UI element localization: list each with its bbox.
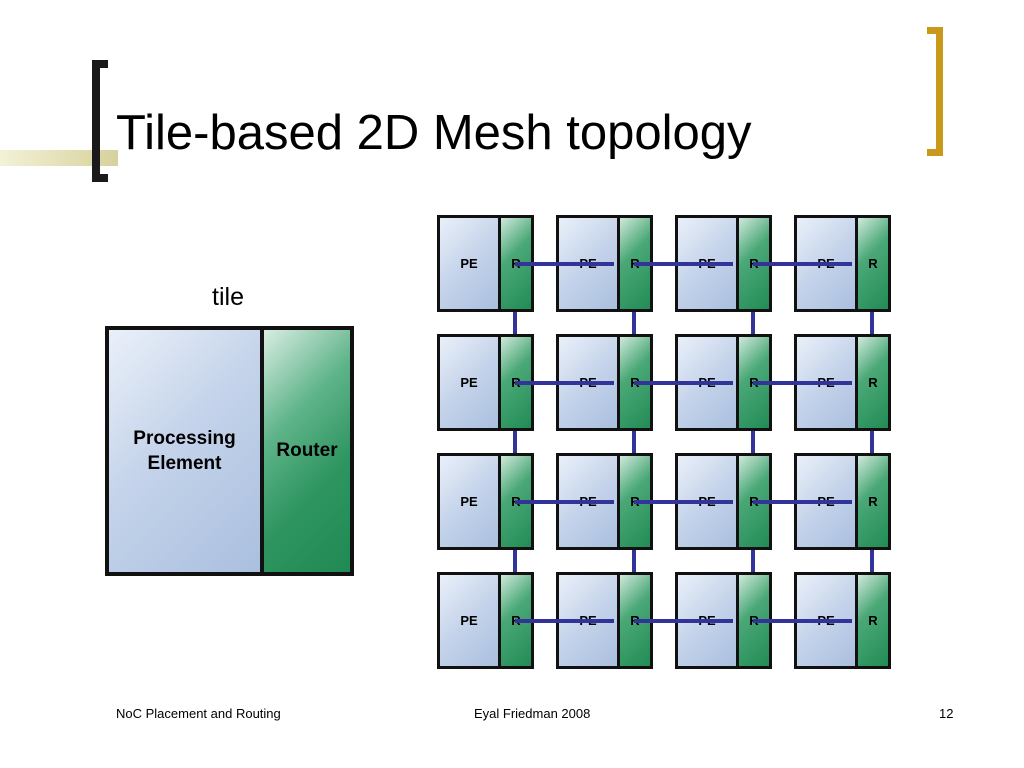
mesh-pe: PE (440, 575, 501, 666)
mesh-pe: PE (440, 456, 501, 547)
mesh-link-horizontal (514, 261, 614, 266)
mesh-link-vertical (631, 308, 636, 338)
mesh-router: R (858, 218, 888, 309)
mesh-router: R (858, 575, 888, 666)
footer-author: Eyal Friedman 2008 (474, 706, 591, 721)
tile-label: tile (212, 283, 244, 311)
mesh-link-vertical (512, 308, 517, 338)
mesh-link-horizontal (752, 618, 852, 623)
mesh-link-vertical (750, 308, 755, 338)
mesh-tile: PER (437, 215, 534, 312)
mesh-link-horizontal (514, 499, 614, 504)
slide-title: Tile-based 2D Mesh topology (116, 106, 752, 160)
mesh-link-horizontal (633, 380, 733, 385)
mesh-link-vertical (631, 427, 636, 457)
mesh-link-horizontal (752, 380, 852, 385)
mesh-link-vertical (750, 546, 755, 576)
router-block: Router (264, 330, 350, 572)
mesh-link-vertical (512, 427, 517, 457)
mesh-link-vertical (869, 427, 874, 457)
mesh-link-horizontal (752, 261, 852, 266)
mesh-link-horizontal (752, 499, 852, 504)
mesh-link-horizontal (633, 261, 733, 266)
mesh-link-vertical (869, 308, 874, 338)
left-bracket (92, 60, 108, 182)
mesh-pe: PE (440, 218, 501, 309)
mesh-link-horizontal (633, 618, 733, 623)
mesh-link-vertical (512, 546, 517, 576)
mesh-link-vertical (869, 546, 874, 576)
mesh-router: R (858, 456, 888, 547)
mesh-router: R (858, 337, 888, 428)
mesh-link-horizontal (633, 499, 733, 504)
mesh-link-vertical (750, 427, 755, 457)
processing-element-block: Processing Element (109, 330, 264, 572)
mesh-link-horizontal (514, 618, 614, 623)
right-bracket (927, 27, 943, 156)
mesh-pe: PE (440, 337, 501, 428)
mesh-link-vertical (631, 546, 636, 576)
page-number: 12 (939, 706, 954, 721)
tile-diagram: Processing Element Router (105, 326, 354, 576)
mesh-link-horizontal (514, 380, 614, 385)
title-accent-bar (0, 150, 118, 166)
footer-title: NoC Placement and Routing (116, 706, 281, 721)
